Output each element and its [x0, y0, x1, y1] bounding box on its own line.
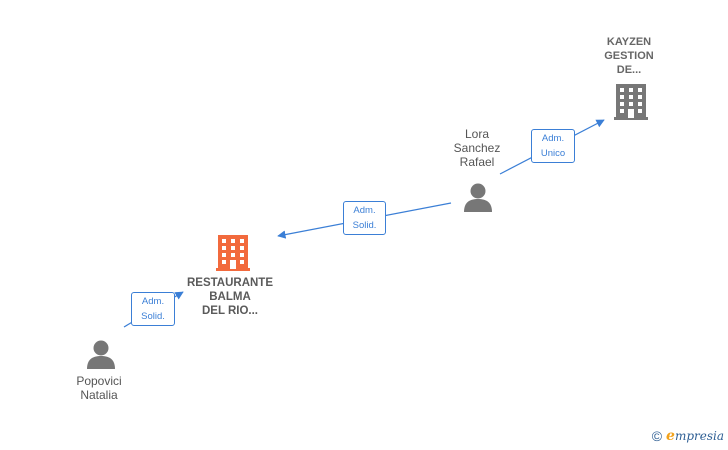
node-popovici-label[interactable]: Popovici Natalia — [58, 374, 140, 402]
brand-rest: mpresia — [674, 429, 724, 443]
node-restaurante-line-1: RESTAURANTE — [186, 277, 274, 289]
empresia-logo[interactable]: empresia — [666, 429, 724, 443]
node-kayzen-line-3: DE... — [616, 64, 642, 76]
edge-label-line-2: Solid. — [141, 311, 165, 322]
node-kayzen-line-2: GESTION — [604, 50, 654, 62]
edge-label-adm-unico[interactable]: Adm. Unico — [531, 129, 575, 163]
person-icon[interactable] — [463, 182, 493, 212]
node-restaurante-label[interactable]: RESTAURANTE BALMA DEL RIO... — [174, 276, 286, 318]
node-popovici-line-2: Natalia — [80, 388, 118, 402]
node-restaurante-line-2: BALMA — [209, 291, 251, 303]
building-icon[interactable] — [216, 235, 250, 271]
node-lora-line-2: Sanchez — [453, 141, 501, 155]
brand-initial: e — [666, 428, 675, 444]
node-restaurante-line-3: DEL RIO... — [201, 305, 259, 317]
node-lora-line-1: Lora — [464, 127, 490, 141]
node-kayzen-label[interactable]: KAYZEN GESTION DE... — [588, 35, 670, 77]
node-lora-line-3: Rafael — [459, 155, 495, 169]
footer-brand: © empresia — [652, 429, 724, 443]
edge-label-adm-solid[interactable]: Adm. Solid. — [343, 201, 386, 235]
edge-label-line-2: Unico — [540, 148, 566, 159]
copyright-symbol: © — [651, 428, 663, 444]
edge-label-line-2: Solid. — [352, 220, 377, 231]
node-popovici-line-1: Popovici — [76, 374, 122, 388]
edge-label-line-1: Adm. — [541, 133, 565, 144]
edge-label-line-1: Adm. — [353, 205, 376, 216]
node-lora-label[interactable]: Lora Sanchez Rafael — [436, 127, 518, 169]
node-kayzen-line-1: KAYZEN — [606, 36, 652, 48]
building-icon[interactable] — [614, 84, 648, 120]
person-icon[interactable] — [86, 339, 116, 369]
edge-label-adm-solid[interactable]: Adm. Solid. — [131, 292, 175, 326]
edge-label-line-1: Adm. — [141, 296, 165, 307]
